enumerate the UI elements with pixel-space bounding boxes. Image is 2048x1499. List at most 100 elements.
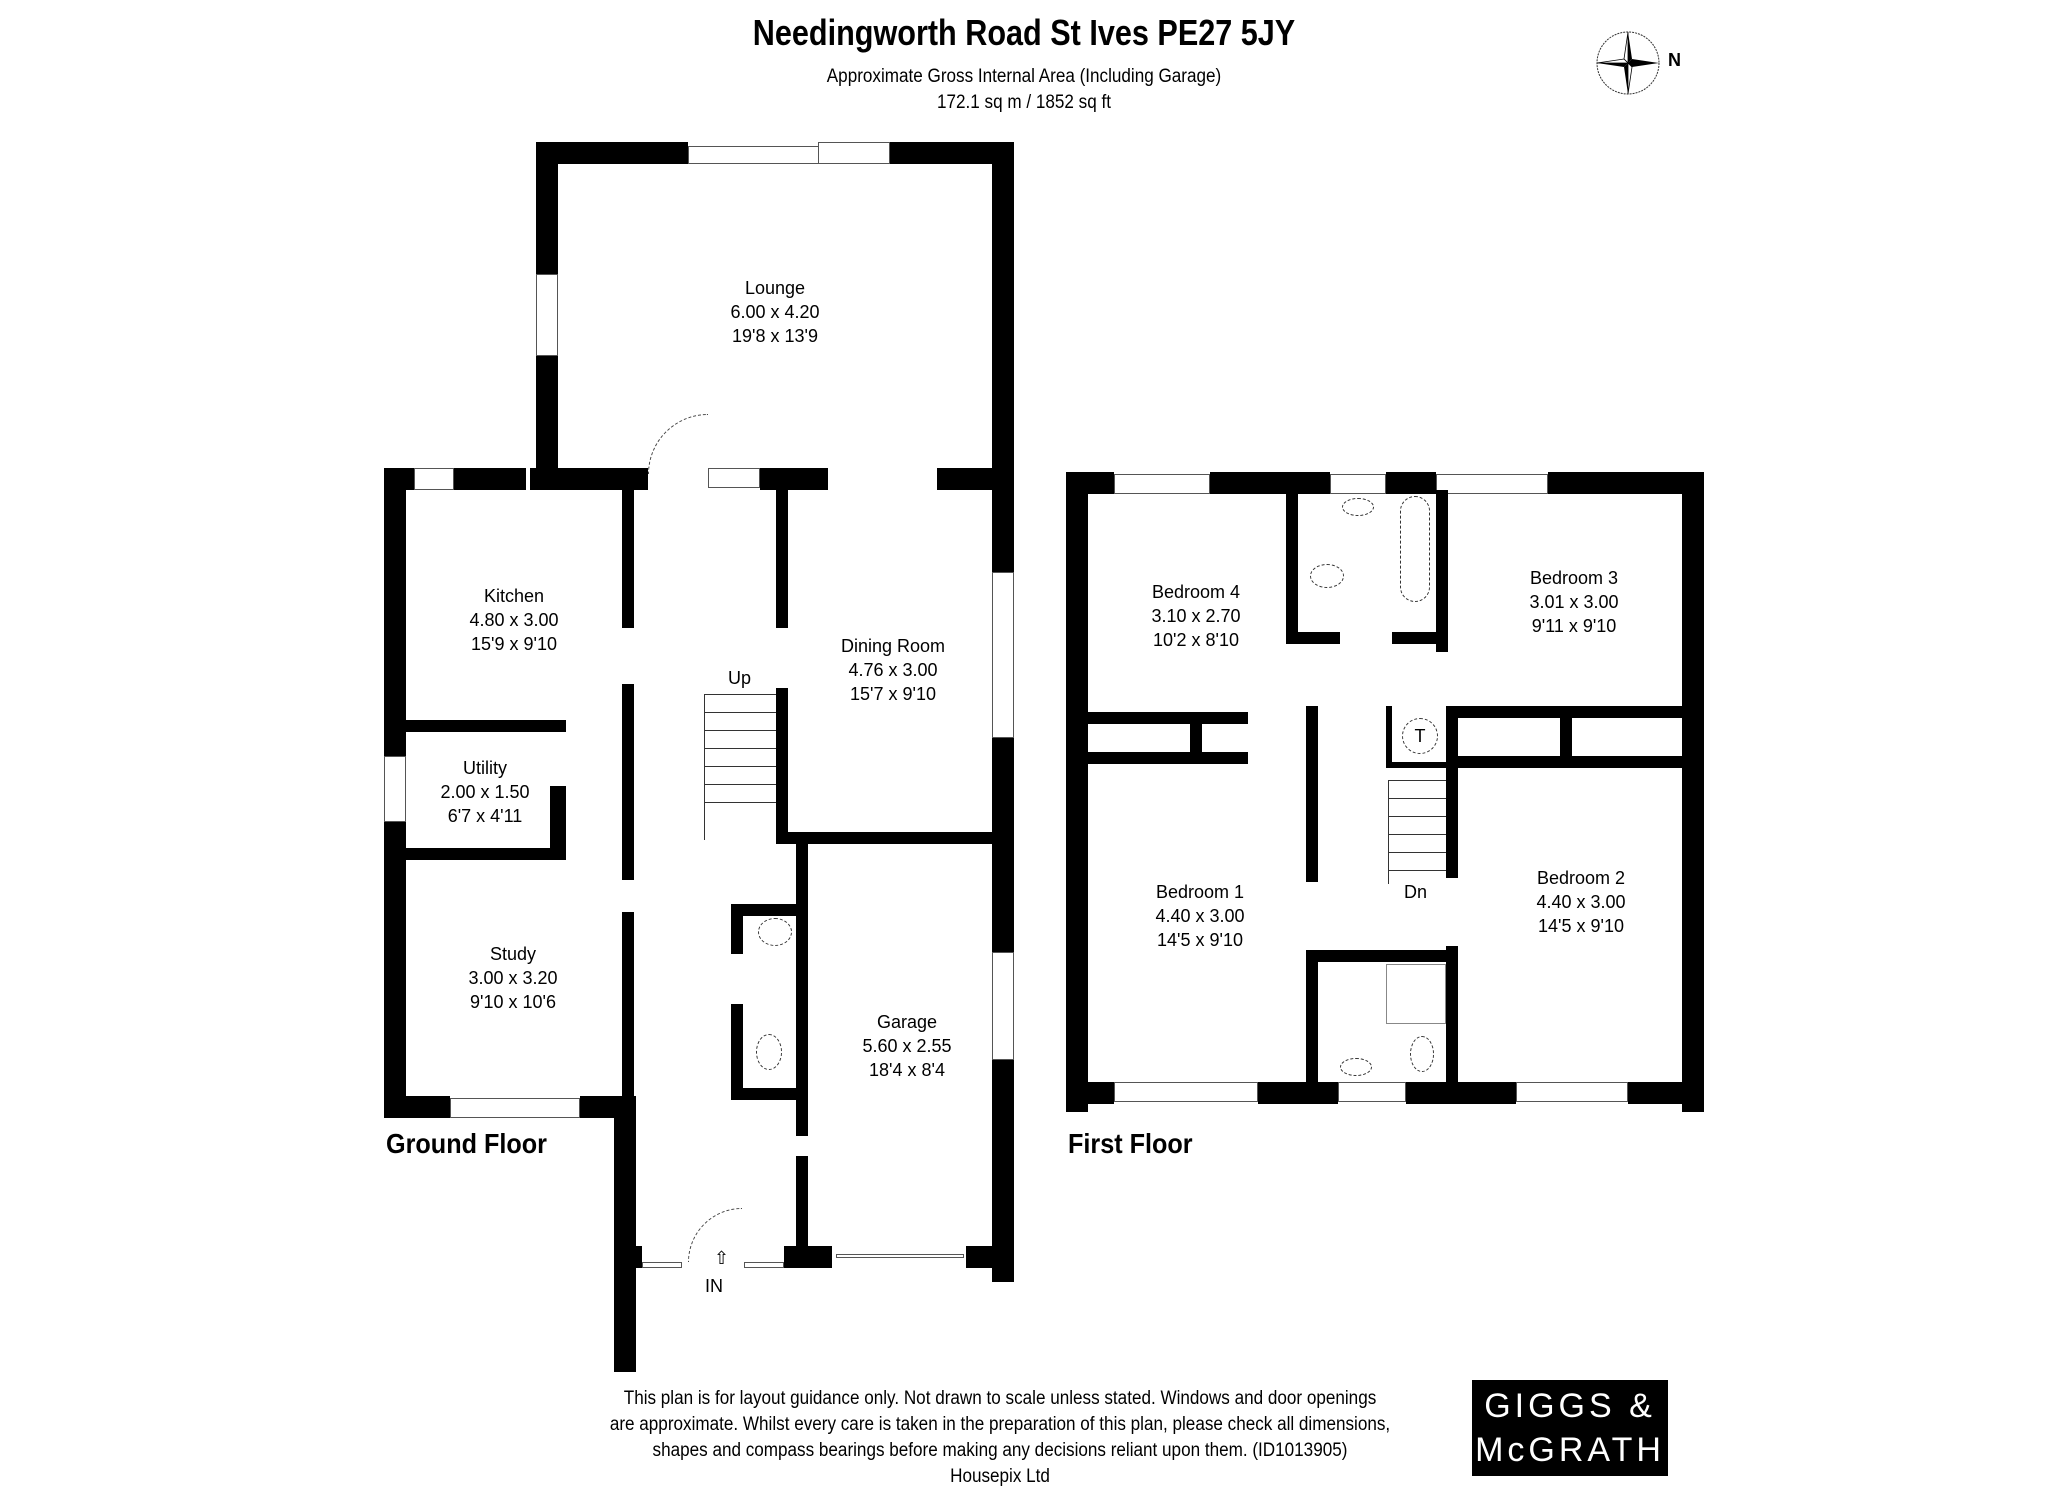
window — [1114, 474, 1210, 494]
room-metric: 3.00 x 3.20 — [468, 968, 558, 988]
window — [384, 756, 406, 822]
wall — [1628, 1082, 1704, 1104]
room-metric: 4.40 x 3.00 — [1155, 906, 1245, 926]
room-metric: 5.60 x 2.55 — [862, 1036, 952, 1056]
wall — [1088, 752, 1248, 764]
wall — [614, 1096, 636, 1372]
wall — [1286, 490, 1298, 642]
room-imperial: 9'11 x 9'10 — [1531, 616, 1617, 636]
wall — [776, 832, 992, 844]
logo-line-1: GIGGS & — [1484, 1387, 1656, 1425]
room-imperial: 15'9 x 9'10 — [471, 634, 557, 654]
staircase — [1388, 780, 1446, 884]
wall — [1190, 712, 1202, 762]
window — [992, 952, 1014, 1060]
wall — [796, 840, 808, 1106]
wall — [1386, 762, 1448, 768]
room-metric: 2.00 x 1.50 — [440, 782, 530, 802]
wall — [1210, 472, 1330, 494]
wall — [1066, 472, 1088, 1112]
first-floor-label: First Floor — [1068, 1128, 1193, 1159]
window — [1338, 1082, 1406, 1102]
wall — [731, 904, 805, 916]
wall — [796, 1156, 808, 1246]
window — [414, 468, 454, 490]
window — [1516, 1082, 1628, 1102]
room-name: Study — [489, 944, 537, 964]
room-label-dining-room: Dining Room 4.76 x 3.00 15'7 x 9'10 — [841, 634, 945, 706]
ground-floor-label: Ground Floor — [386, 1128, 547, 1159]
wall — [530, 468, 648, 490]
room-imperial: 9'10 x 10'6 — [470, 992, 556, 1012]
window — [992, 572, 1014, 738]
toilet-icon — [1410, 1036, 1434, 1072]
wall — [1306, 950, 1318, 1090]
room-label-garage: Garage 5.60 x 2.55 18'4 x 8'4 — [862, 1010, 951, 1082]
wall — [784, 1246, 800, 1268]
basin-icon — [1342, 498, 1374, 516]
wall — [1066, 1082, 1114, 1104]
disclaimer-line: shapes and compass bearings before makin… — [652, 1440, 1348, 1461]
room-name: Dining Room — [840, 636, 946, 656]
entrance-arrow-icon: ⇧ — [714, 1248, 730, 1268]
window — [536, 274, 558, 356]
wall — [776, 488, 788, 628]
window — [688, 146, 823, 164]
room-imperial: 15'7 x 9'10 — [850, 684, 936, 704]
agency-logo: GIGGS & McGRATH — [1472, 1380, 1668, 1476]
wall — [1446, 706, 1458, 878]
room-label-bedroom-1: Bedroom 1 4.40 x 3.00 14'5 x 9'10 — [1155, 880, 1244, 952]
wall — [406, 848, 566, 860]
room-name: Bedroom 4 — [1151, 582, 1241, 602]
area-value: 172.1 sq m / 1852 sq ft — [937, 92, 1111, 113]
window — [1114, 1082, 1258, 1102]
tank-icon: T — [1402, 718, 1438, 754]
disclaimer-line: This plan is for layout guidance only. N… — [623, 1388, 1377, 1409]
room-name: Utility — [462, 758, 507, 778]
wall — [1406, 1082, 1516, 1104]
wall — [1088, 712, 1248, 724]
wall — [796, 1246, 832, 1268]
compass-north-label: N — [1668, 50, 1681, 70]
wall — [731, 1088, 805, 1100]
room-metric: 3.10 x 2.70 — [1151, 606, 1241, 626]
room-imperial: 6'7 x 4'11 — [447, 806, 523, 826]
wall — [760, 468, 828, 490]
window — [1330, 474, 1386, 494]
room-imperial: 18'4 x 8'4 — [869, 1060, 945, 1080]
wall — [776, 688, 788, 840]
wall — [1392, 632, 1448, 644]
wall — [622, 488, 634, 628]
wall — [1560, 706, 1572, 764]
window — [1436, 474, 1548, 494]
basin-icon — [758, 918, 792, 946]
basin-icon — [1340, 1058, 1372, 1076]
room-imperial: 19'8 x 13'9 — [732, 326, 818, 346]
room-name: Kitchen — [483, 586, 545, 606]
room-label-bedroom-3: Bedroom 3 3.01 x 3.00 9'11 x 9'10 — [1529, 566, 1618, 638]
wall — [731, 1004, 743, 1098]
room-name: Bedroom 3 — [1529, 568, 1619, 588]
wall — [731, 904, 743, 954]
wall — [550, 786, 566, 858]
wall — [1682, 472, 1704, 1112]
wall — [796, 1096, 808, 1136]
room-label-bedroom-4: Bedroom 4 3.10 x 2.70 10'2 x 8'10 — [1151, 580, 1240, 652]
toilet-icon — [1310, 564, 1344, 588]
wall — [536, 142, 688, 164]
window — [708, 468, 760, 488]
room-imperial: 10'2 x 8'10 — [1153, 630, 1239, 650]
wall — [1306, 950, 1452, 962]
stairs-up-label: Up — [728, 668, 752, 688]
window — [642, 1262, 682, 1268]
stairs-down-label: Dn — [1404, 882, 1428, 902]
room-label-lounge: Lounge 6.00 x 4.20 19'8 x 13'9 — [730, 276, 819, 348]
wall — [966, 1246, 1014, 1268]
wall — [454, 468, 526, 490]
room-metric: 4.40 x 3.00 — [1536, 892, 1626, 912]
room-metric: 3.01 x 3.00 — [1529, 592, 1619, 612]
room-metric: 6.00 x 4.20 — [730, 302, 820, 322]
wall — [1446, 756, 1682, 768]
entrance-label: IN — [705, 1276, 723, 1296]
room-name: Bedroom 1 — [1155, 882, 1245, 902]
